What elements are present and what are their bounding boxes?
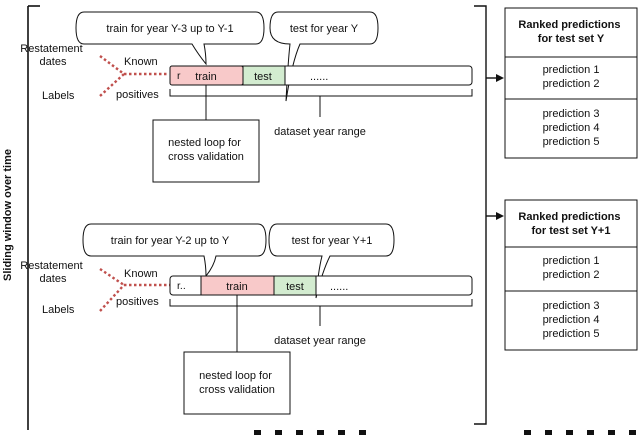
- range-label-2: dataset year range: [274, 335, 366, 347]
- prediction-panel-1-item-2: prediction 2: [543, 78, 600, 90]
- dotted-connector-upper-2: [99, 268, 125, 286]
- prediction-panel-1-title-line-1: Ranked predictions: [518, 19, 620, 31]
- prediction-panel-1-frame: [504, 7, 638, 159]
- test-bubble-1-text: test for year Y: [290, 23, 359, 35]
- nested-box-2-line-1: nested loop for: [199, 370, 272, 382]
- nested-box-1: [152, 119, 260, 183]
- train-bubble-1: [75, 11, 265, 66]
- prediction-panel-2-title-line-1: Ranked predictions: [518, 211, 620, 223]
- dotted-connector-upper-1: [99, 55, 125, 75]
- known-label-1: Known: [124, 56, 158, 68]
- prediction-panel-2-item-3: prediction 3: [543, 300, 600, 312]
- nested-box-1-line-1: nested loop for: [168, 137, 241, 149]
- continuation-dash: [587, 430, 594, 435]
- prediction-panel-1-title-line-2: for test set Y: [538, 33, 605, 45]
- continuation-dash: [317, 430, 324, 435]
- dotted-connector-lower-1: [99, 73, 125, 97]
- train-bubble-2: [82, 223, 267, 278]
- rest-segment-2-label: ......: [330, 281, 348, 293]
- bracket-arrow-1-head: [496, 74, 504, 82]
- range-label-1: dataset year range: [274, 126, 366, 138]
- nested-box-2: [183, 351, 291, 415]
- restatement-label-1-line-2: dates: [40, 56, 67, 68]
- nested-box-2-text: nested loop for cross validation: [199, 370, 275, 396]
- start-marker-2: r..: [177, 280, 186, 292]
- window-bracket: [474, 5, 487, 425]
- prediction-panel-1: Ranked predictions for test set Y predic…: [504, 7, 638, 159]
- test-segment-1: [242, 65, 286, 86]
- prediction-panel-2-title: Ranked predictions for test set Y+1: [518, 211, 623, 237]
- nested-box-1-text: nested loop for cross validation: [168, 137, 244, 163]
- continuation-dash: [338, 430, 345, 435]
- test-bubble-1: [269, 11, 379, 102]
- continuation-dash: [359, 430, 366, 435]
- positives-label-1: positives: [116, 89, 159, 101]
- labels-label-2: Labels: [42, 304, 75, 316]
- restatement-label-2-line-1: Restatement: [20, 260, 82, 272]
- sliding-window-label: Sliding window over time: [2, 149, 14, 281]
- positives-label-2: positives: [116, 296, 159, 308]
- window-1: train for year Y-3 up to Y-1 test for ye…: [20, 11, 473, 183]
- restatement-label-1-line-1: Restatement: [20, 43, 82, 55]
- restatement-label-2-line-2: dates: [40, 273, 67, 285]
- bracket-arrow-2-head: [496, 212, 504, 220]
- train-bubble-2-text: train for year Y-2 up to Y: [111, 235, 230, 247]
- prediction-panel-1-item-1: prediction 1: [543, 64, 600, 76]
- prediction-panel-2-item-2: prediction 2: [543, 269, 600, 281]
- continuation-dash: [296, 430, 303, 435]
- prediction-panel-2-title-line-2: for test set Y+1: [532, 225, 611, 237]
- rest-segment-1-label: ......: [310, 71, 328, 83]
- prediction-panel-1-item-3: prediction 3: [543, 108, 600, 120]
- continuation-dash: [254, 430, 261, 435]
- prediction-panel-1-item-4: prediction 4: [543, 122, 600, 134]
- test-segment-1-label: test: [254, 71, 272, 83]
- nested-box-1-line-2: cross validation: [168, 151, 244, 163]
- dotted-connector-lower-2: [99, 284, 125, 312]
- range-bracket-2: [169, 299, 473, 307]
- train-segment-2-label: train: [226, 281, 247, 293]
- test-bubble-2-text: test for year Y+1: [292, 235, 373, 247]
- train-segment-1-label: train: [195, 71, 216, 83]
- restatement-label-2: Restatement dates: [20, 260, 85, 285]
- train-bubble-1-text: train for year Y-3 up to Y-1: [106, 23, 233, 35]
- prediction-panel-1-item-5: prediction 5: [543, 136, 600, 148]
- test-bubble-2: [268, 223, 395, 299]
- labels-label-1: Labels: [42, 90, 75, 102]
- continuation-dashes-left: [254, 430, 366, 435]
- prediction-panel-2-item-1: prediction 1: [543, 255, 600, 267]
- continuation-dash: [608, 430, 615, 435]
- start-marker-1: r: [177, 70, 181, 82]
- prediction-panel-2: Ranked predictions for test set Y+1 pred…: [504, 199, 638, 351]
- window-2: train for year Y-2 up to Y test for year…: [20, 223, 473, 415]
- range-bracket-1: [169, 89, 473, 97]
- prediction-panel-2-item-4: prediction 4: [543, 314, 600, 326]
- prediction-panel-2-item-5: prediction 5: [543, 328, 600, 340]
- prediction-panel-1-title: Ranked predictions for test set Y: [518, 19, 623, 45]
- continuation-dashes-right: [524, 430, 636, 435]
- prediction-panel-2-frame: [504, 199, 638, 351]
- continuation-dash: [629, 430, 636, 435]
- continuation-dash: [566, 430, 573, 435]
- known-label-2: Known: [124, 268, 158, 280]
- nested-box-2-line-2: cross validation: [199, 384, 275, 396]
- continuation-dash: [524, 430, 531, 435]
- restatement-label-1: Restatement dates: [20, 43, 85, 68]
- test-segment-2-label: test: [286, 281, 304, 293]
- continuation-dash: [275, 430, 282, 435]
- continuation-dash: [545, 430, 552, 435]
- test-segment-2: [273, 275, 317, 296]
